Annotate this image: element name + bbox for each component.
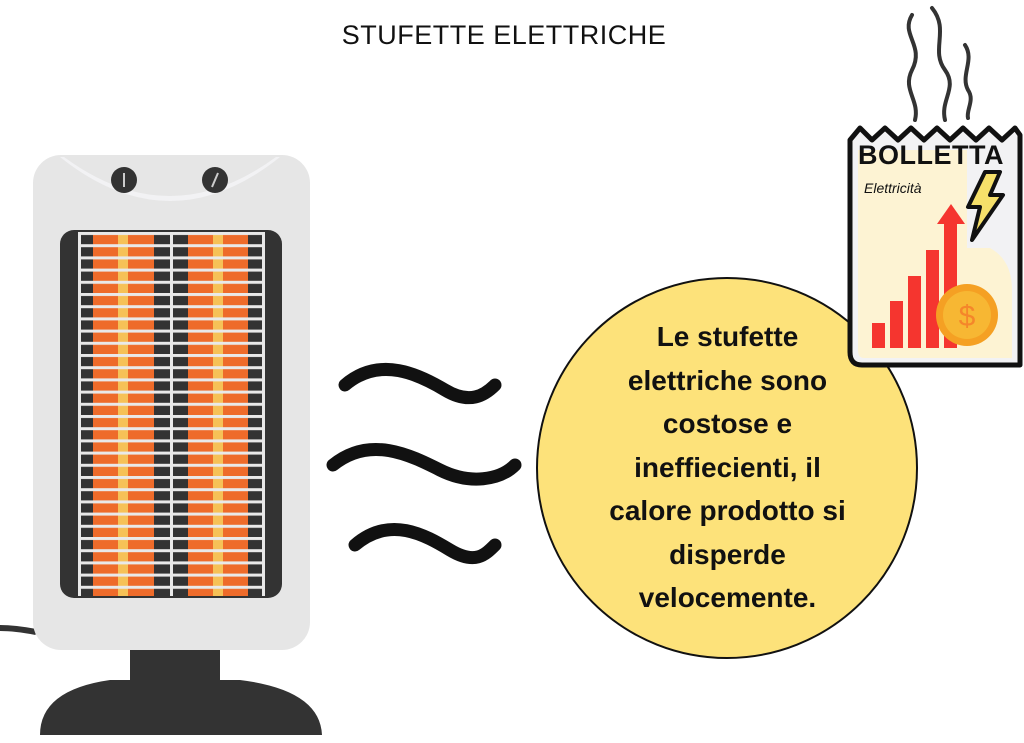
bubble-line: disperde <box>669 538 786 570</box>
bubble-line: ineffiecienti, il <box>634 451 821 483</box>
heater <box>33 155 310 650</box>
bubble-line: Le stufette <box>656 321 799 352</box>
coin-icon: $ <box>936 284 998 346</box>
bubble-line: costose e <box>662 408 793 439</box>
svg-text:$: $ <box>959 300 976 333</box>
bubble-line: velocemente. <box>638 582 817 613</box>
page-title: STUFETTE ELETTRICHE <box>341 20 667 50</box>
bill-subtitle: Elettricità <box>864 180 922 196</box>
bill-icon: $ <box>847 125 1023 368</box>
steam-icon <box>906 6 973 122</box>
bubble-line: calore prodotto si <box>609 495 846 526</box>
heat-waves-icon <box>326 362 522 565</box>
bubble-line: elettriche sono <box>627 364 828 396</box>
power-cord <box>0 625 37 635</box>
lightning-icon <box>966 170 1005 242</box>
bubble-text: Le stufette elettriche sono costose e in… <box>560 315 895 620</box>
heater-base <box>40 640 322 735</box>
bill-title: BOLLETTA <box>858 140 1004 170</box>
info-bubble <box>536 277 918 659</box>
